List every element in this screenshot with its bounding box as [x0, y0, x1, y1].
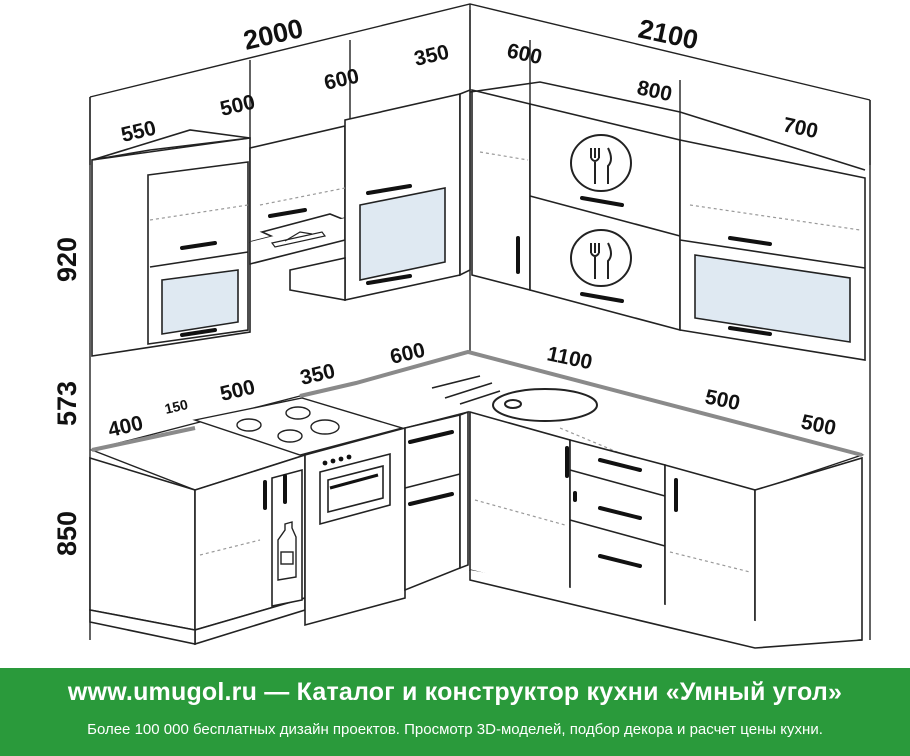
- lower-drawers-left: [404, 410, 469, 592]
- promo-banner: www.umugol.ru — Каталог и конструктор ку…: [0, 668, 910, 756]
- dim-height-920: 920: [52, 237, 82, 282]
- oven: [304, 426, 406, 627]
- lower-right-handles: [565, 446, 678, 568]
- bottle-icon: [277, 521, 297, 581]
- dim-upper-500: 500: [218, 91, 257, 121]
- upper-cabinets-right: [469, 81, 866, 361]
- upper-left-handles: [180, 184, 412, 337]
- cutlery-plate-icon: [570, 134, 632, 192]
- upper-right-handles: [516, 196, 772, 336]
- sink-icon: [431, 375, 598, 422]
- banner-title[interactable]: www.umugol.ru — Каталог и конструктор ку…: [67, 678, 843, 706]
- dim-lower-500-a: 500: [703, 385, 742, 415]
- kitchen-drawing: 2000 2100 550 500 600 350 600 800 700 92…: [52, 3, 871, 649]
- hob-burners: [236, 406, 340, 443]
- dim-height-573: 573: [52, 381, 82, 426]
- dim-upper-600: 600: [322, 65, 361, 95]
- dim-upper-800: 800: [635, 76, 674, 106]
- banner-subtitle: Более 100 000 бесплатных дизайн проектов…: [87, 721, 823, 738]
- dim-upper-350: 350: [412, 41, 451, 71]
- dim-top-right-total: 2100: [636, 14, 701, 56]
- lower-left-handles: [263, 474, 287, 510]
- dim-upper-600-right: 600: [505, 39, 544, 69]
- lower-cabinets-right: [469, 410, 863, 649]
- dim-lower-1100: 1100: [545, 342, 594, 374]
- cutlery-plate-icon-2: [570, 229, 632, 287]
- dim-height-850: 850: [52, 511, 82, 556]
- dim-upper-700: 700: [781, 113, 820, 143]
- upper-dimension-guides: [89, 10, 871, 165]
- hood-grill-icon: [270, 231, 327, 248]
- dim-lower-500: 500: [218, 376, 257, 406]
- countertop-edge: [91, 349, 863, 457]
- dim-lower-150: 150: [163, 396, 190, 417]
- dim-top-left-total: 2000: [241, 13, 306, 56]
- dim-lower-350: 350: [298, 360, 337, 390]
- dim-lower-500-b: 500: [799, 410, 838, 440]
- wall-outline: [89, 3, 871, 640]
- upper-cabinets-left: [91, 88, 471, 357]
- oven-knobs: [322, 454, 352, 466]
